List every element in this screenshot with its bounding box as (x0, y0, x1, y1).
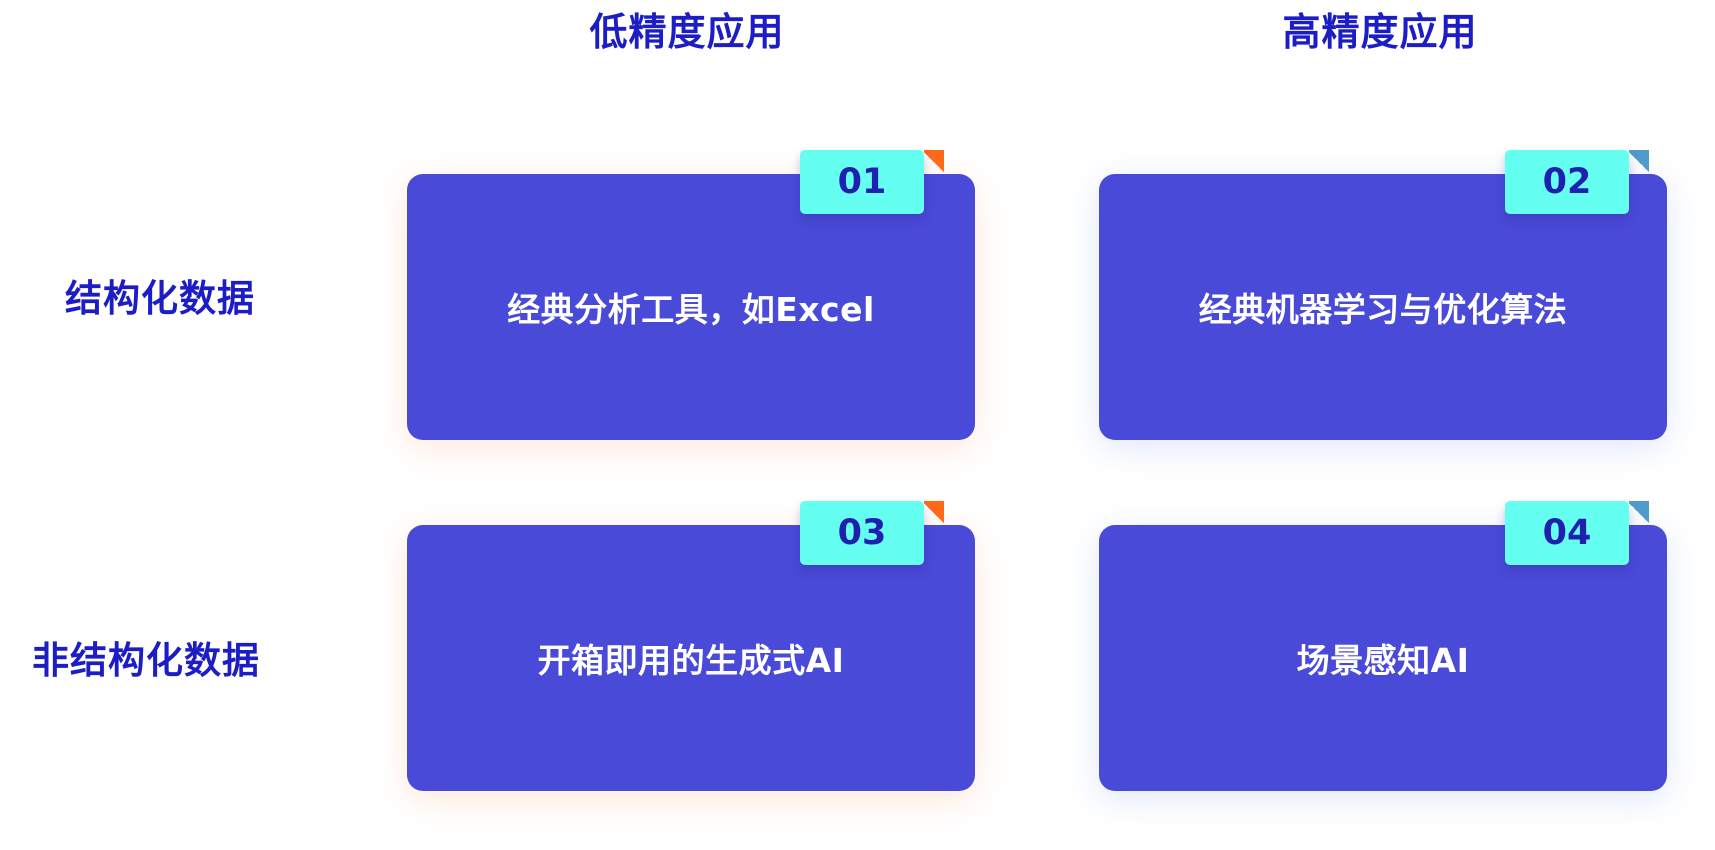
quadrant-card-01: 经典分析工具，如Excel (407, 174, 975, 440)
quadrant-card-text: 经典分析工具，如Excel (507, 290, 875, 329)
column-header-low-precision: 低精度应用 (589, 10, 785, 54)
corner-fold-icon (1629, 150, 1649, 174)
quadrant-badge-04: 04 (1505, 501, 1649, 565)
quadrant-card-text: 开箱即用的生成式AI (537, 641, 845, 680)
quadrant-number: 02 (1505, 150, 1629, 214)
quadrant-number: 03 (800, 501, 924, 565)
quadrant-card-02: 经典机器学习与优化算法 (1099, 174, 1667, 440)
corner-fold-icon (924, 150, 944, 174)
quadrant-number: 01 (800, 150, 924, 214)
quadrant-card-03: 开箱即用的生成式AI (407, 525, 975, 791)
corner-fold-icon (1629, 501, 1649, 525)
quadrant-badge-02: 02 (1505, 150, 1649, 214)
row-header-unstructured-data: 非结构化数据 (32, 639, 260, 682)
column-header-high-precision: 高精度应用 (1282, 10, 1478, 54)
quadrant-card-text: 经典机器学习与优化算法 (1198, 290, 1568, 329)
corner-fold-icon (924, 501, 944, 525)
quadrant-badge-03: 03 (800, 501, 944, 565)
quadrant-card-text: 场景感知AI (1296, 641, 1470, 680)
quadrant-number: 04 (1505, 501, 1629, 565)
quadrant-card-04: 场景感知AI (1099, 525, 1667, 791)
row-header-structured-data: 结构化数据 (65, 277, 255, 320)
quadrant-badge-01: 01 (800, 150, 944, 214)
